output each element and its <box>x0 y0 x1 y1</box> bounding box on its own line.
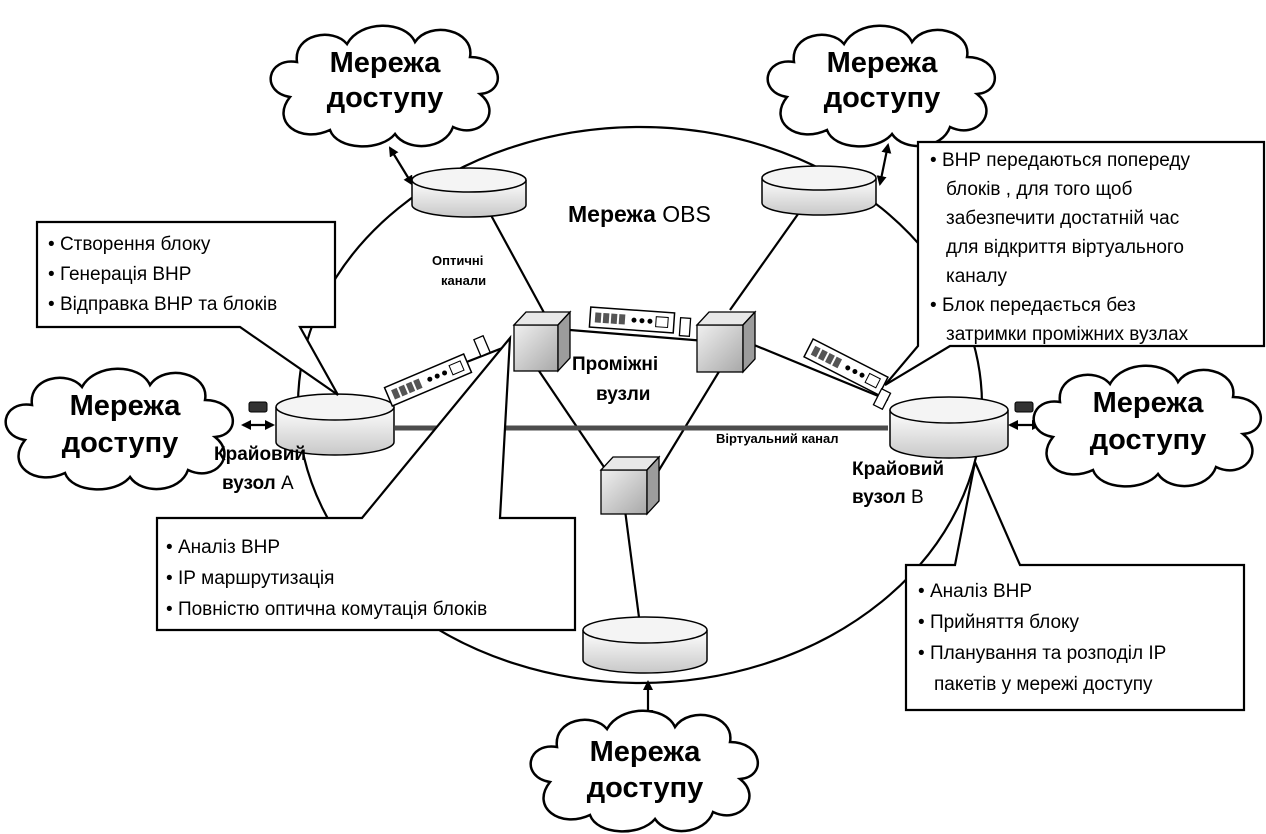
network-title: Мережа OBS <box>568 201 711 227</box>
intermediate-node-1 <box>512 310 572 373</box>
access-network-cloud-bottom: Мережа доступу <box>529 709 760 833</box>
intermediate-node-2 <box>695 310 757 374</box>
terminal-icon <box>1014 401 1034 413</box>
bhp-packet-right <box>872 387 892 411</box>
svg-text:• Аналіз ВНР: • Аналіз ВНР <box>166 537 280 558</box>
cloud-text-line1: Мережа <box>827 47 939 79</box>
svg-text:• ВНР передаються попереду: • ВНР передаються попереду <box>930 150 1191 171</box>
access-arrows <box>241 143 1042 720</box>
cloud-text-line2: доступу <box>327 82 444 114</box>
callout-core-nodes: • Аналіз ВНР • ІР маршрутизація • Повніс… <box>155 334 577 632</box>
svg-text:• Відправка ВНР та блоків: • Відправка ВНР та блоків <box>48 294 277 315</box>
intermediate-nodes-label-line2: вузли <box>596 384 650 405</box>
svg-text:для відкриття віртуального: для відкриття віртуального <box>946 237 1184 258</box>
optical-channels-label-line1: Оптичні <box>432 253 483 268</box>
edge-node-b-label-line1: Крайовий <box>852 459 944 480</box>
cloud-text-line1: Мережа <box>330 47 442 79</box>
cloud-text-line1: Мережа <box>1093 387 1205 419</box>
callout-bhp: • ВНР передаються попереду блоків , для … <box>884 140 1266 386</box>
cloud-text-line2: доступу <box>824 82 941 114</box>
callout-node-b: • Аналіз ВНР • Прийняття блоку • Планува… <box>904 458 1246 712</box>
callout-node-a: • Створення блоку • Генерація ВНР • Відп… <box>35 220 339 396</box>
svg-text:каналу: каналу <box>946 266 1007 287</box>
access-network-cloud-top-right: Мережа доступу <box>766 24 997 148</box>
svg-text:• Створення блоку: • Створення блоку <box>48 234 211 255</box>
intermediate-node-3 <box>599 455 661 516</box>
access-network-cloud-right: Мережа доступу <box>1032 364 1263 488</box>
access-network-cloud-top-left: Мережа доступу <box>269 24 500 148</box>
virtual-channel-label: Віртуальний канал <box>716 431 839 446</box>
edge-node-a <box>275 393 395 456</box>
edge-node-bottom <box>582 616 708 674</box>
edge-node-b <box>889 396 1009 459</box>
optical-channels-label-line2: канали <box>441 273 486 288</box>
svg-text:забезпечити достатній час: забезпечити достатній час <box>946 208 1179 229</box>
access-network-cloud-left: Мережа доступу <box>4 367 235 491</box>
edge-node-a-label-line2: вузол А <box>222 473 294 494</box>
svg-text:• ІР маршрутизація: • ІР маршрутизація <box>166 568 334 589</box>
cloud-text-line2: доступу <box>62 427 179 459</box>
cloud-text-line2: доступу <box>1090 424 1207 456</box>
svg-text:затримки проміжних вузлах: затримки проміжних вузлах <box>946 324 1189 345</box>
svg-text:блоків , для того щоб: блоків , для того щоб <box>946 179 1132 200</box>
intermediate-nodes-label-line1: Проміжні <box>572 354 658 375</box>
cloud-text-line2: доступу <box>587 772 704 804</box>
edge-node-b-label-line2: вузол В <box>852 487 924 508</box>
bhp-packet-left <box>473 334 491 358</box>
svg-text:• Повністю оптична комутація б: • Повністю оптична комутація блоків <box>166 599 487 620</box>
svg-text:• Аналіз ВНР: • Аналіз ВНР <box>918 581 1032 602</box>
edge-node-top-left <box>411 167 527 218</box>
terminal-icon <box>248 401 268 413</box>
svg-text:• Блок передається без: • Блок передається без <box>930 295 1136 316</box>
cloud-text-line1: Мережа <box>590 736 702 768</box>
burst-block-right <box>803 338 889 396</box>
edge-node-top-right <box>761 165 877 216</box>
burst-block-middle <box>588 306 676 334</box>
svg-text:• Генерація ВНР: • Генерація ВНР <box>48 264 191 285</box>
bhp-packet-middle <box>678 316 692 338</box>
svg-text:пакетів у мережі доступу: пакетів у мережі доступу <box>934 674 1153 695</box>
svg-text:• Прийняття блоку: • Прийняття блоку <box>918 612 1080 633</box>
svg-text:• Планування та розподіл ІР: • Планування та розподіл ІР <box>918 643 1166 664</box>
cloud-text-line1: Мережа <box>70 390 182 422</box>
edge-node-a-label-line1: Крайовий <box>214 444 306 465</box>
burst-block-left <box>383 353 473 407</box>
